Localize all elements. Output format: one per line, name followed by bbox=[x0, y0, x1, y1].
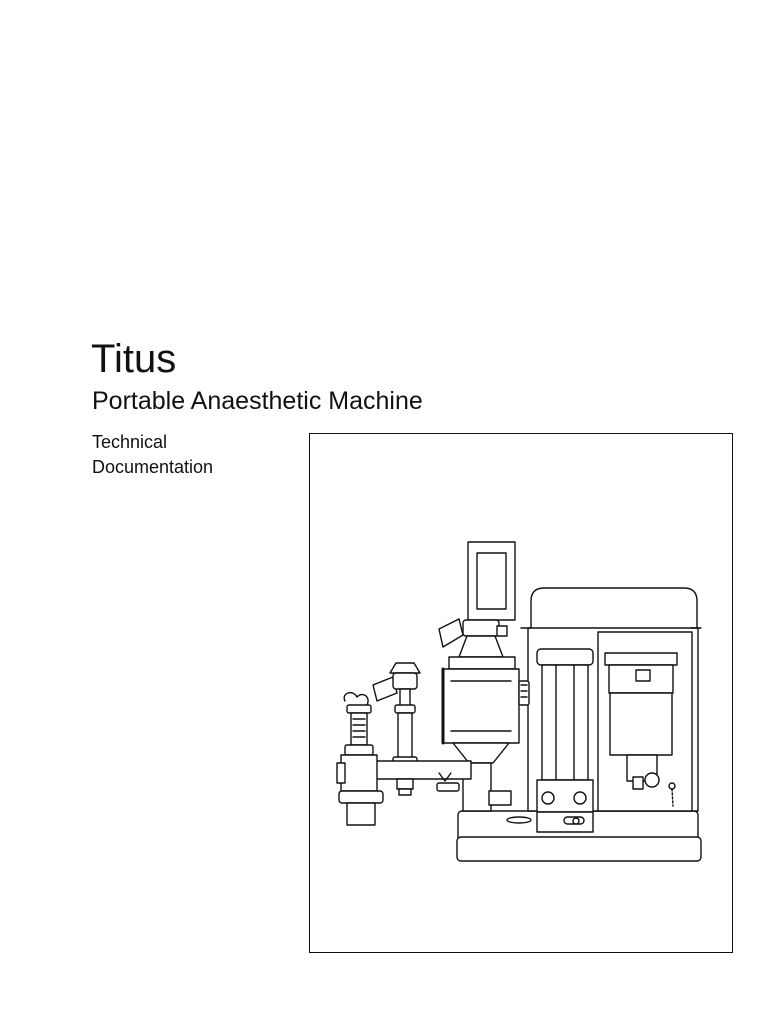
apl-valve-body bbox=[340, 754, 378, 792]
canister-cap bbox=[448, 656, 516, 670]
manifold-port bbox=[396, 778, 414, 790]
canister-cone bbox=[458, 635, 504, 658]
flowmeter-knob-right bbox=[573, 791, 587, 805]
document-title: Titus bbox=[91, 337, 177, 381]
valve-head bbox=[392, 672, 418, 690]
flowmeter-column bbox=[541, 664, 589, 781]
anaesthetic-machine-illustration bbox=[336, 541, 702, 862]
apl-scale bbox=[350, 712, 368, 746]
apl-valve-cap bbox=[343, 691, 369, 706]
canister-body bbox=[442, 668, 520, 744]
elbow-connector-mid bbox=[372, 676, 398, 702]
manifold-knob bbox=[436, 782, 460, 792]
base-slot bbox=[506, 816, 532, 824]
flowmeter-header bbox=[536, 648, 594, 666]
stem-valve bbox=[488, 790, 512, 806]
canister-collar bbox=[462, 619, 500, 637]
document-type-line-1: Technical bbox=[92, 432, 168, 452]
canister-side-knob bbox=[518, 680, 530, 706]
valve-dome bbox=[389, 662, 421, 674]
canister-funnel bbox=[452, 742, 510, 764]
document-subtitle: Portable Anaesthetic Machine bbox=[92, 387, 423, 415]
document-type-line-2: Documentation bbox=[92, 457, 214, 477]
illustration-frame bbox=[309, 433, 733, 953]
flowmeter-knob-left bbox=[541, 791, 555, 805]
vaporizer-body bbox=[609, 692, 673, 756]
apl-valve-coupling bbox=[338, 790, 384, 804]
document-type: Technical Documentation bbox=[92, 430, 213, 480]
apl-valve-outlet bbox=[346, 802, 376, 826]
elbow-connector-top bbox=[438, 618, 464, 648]
valve-tube bbox=[397, 712, 413, 762]
vaporizer-cap bbox=[604, 652, 678, 666]
machine-base-lower bbox=[456, 836, 702, 862]
